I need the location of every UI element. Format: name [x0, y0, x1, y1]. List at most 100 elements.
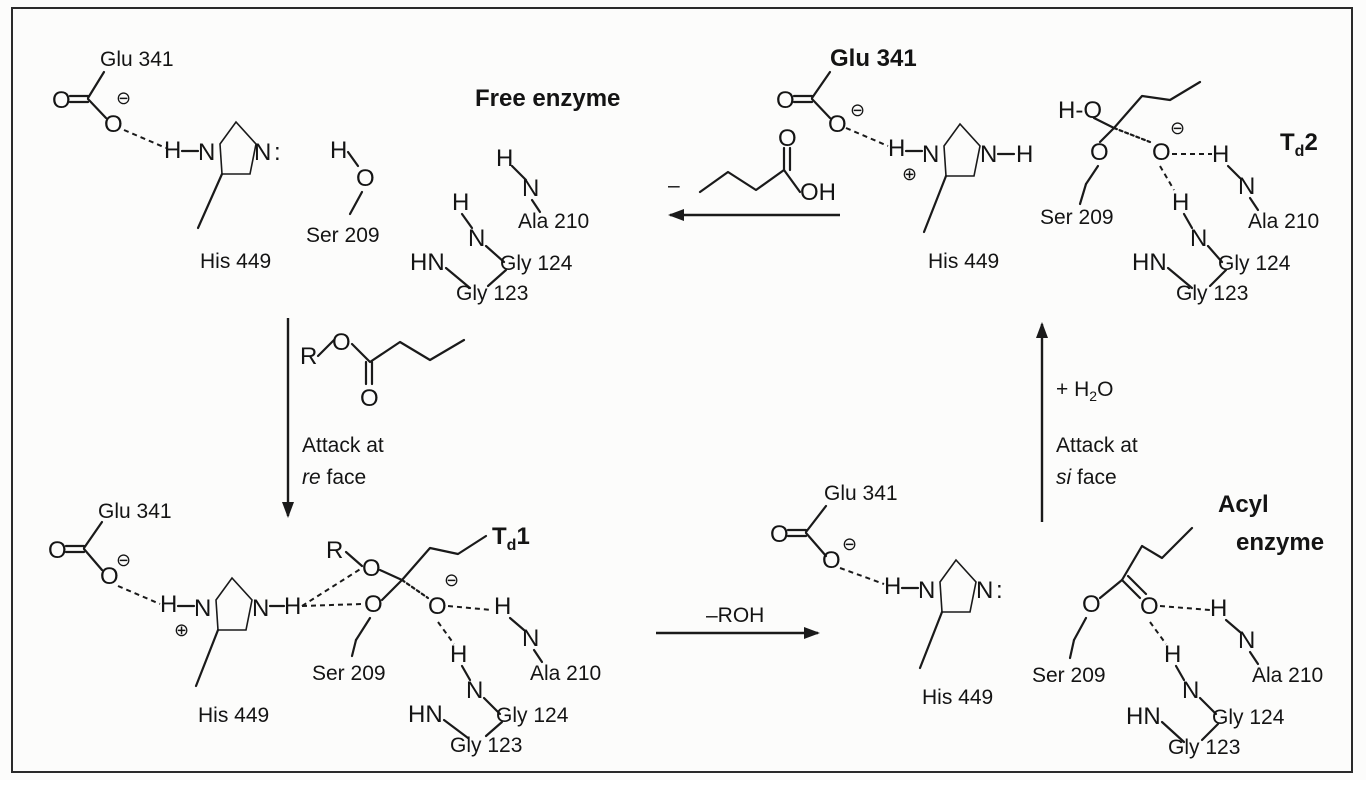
ser-209-label: Ser 209	[306, 224, 380, 247]
td2-his-plus: ⊕	[902, 164, 917, 184]
top-arrow-group: – O OH	[668, 125, 840, 221]
acyl-his-449-label: His 449	[922, 686, 993, 709]
his-n1: N	[198, 139, 215, 166]
td2-glu-341-label: Glu 341	[830, 45, 917, 72]
acyl-ala-n: N	[1238, 627, 1255, 654]
ser-h: H	[330, 137, 347, 164]
ester-o: O	[332, 329, 351, 356]
acyl-his-h: H	[884, 573, 901, 600]
carbonyl-oxygen: O	[52, 87, 71, 114]
glu-341-label: Glu 341	[100, 48, 174, 71]
bottom-arrow-group: –ROH	[656, 604, 820, 639]
left-arrow-line2: re face	[302, 466, 366, 489]
acyl-gly-h: H	[1164, 641, 1181, 668]
td1-r-group: R	[326, 537, 343, 564]
left-arrow-group: R O O Attack at re face	[282, 318, 466, 518]
acyl-glu-341-label: Glu 341	[824, 482, 898, 505]
td1-his-h1: H	[160, 591, 177, 618]
td1-ala-h: H	[494, 593, 511, 620]
acyl-ser-209-label: Ser 209	[1032, 664, 1106, 687]
acyl-lone-pair: :	[996, 577, 1003, 604]
gly-hn: HN	[410, 249, 445, 276]
right-arrow-line2: si face	[1056, 466, 1117, 489]
acyl-his-n1: N	[918, 577, 935, 604]
acyl-carbonyl-o: O	[1140, 593, 1159, 620]
acid-oh: OH	[800, 179, 836, 206]
td2-oxyanion-minus: ⊖	[1170, 118, 1185, 138]
td2-his-449-label: His 449	[928, 250, 999, 273]
td1-glu-o1: O	[48, 537, 67, 564]
his-n3: N	[254, 139, 271, 166]
td1-glu-minus: ⊖	[116, 550, 131, 570]
lone-pair: :	[274, 139, 281, 166]
td2-glu-o1: O	[776, 87, 795, 114]
td2-title: Td2	[1280, 129, 1318, 160]
acyl-glu-o1: O	[770, 521, 789, 548]
td2-panel: Td2 Glu 341 O O ⊖ H N ⊕ N H His 449 H-O …	[776, 45, 1319, 305]
left-arrow-line1: Attack at	[302, 434, 384, 457]
td1-ala-210-label: Ala 210	[530, 662, 601, 685]
td1-gly-123-label: Gly 123	[450, 734, 522, 757]
td2-gly-n: N	[1190, 225, 1207, 252]
td2-his-n1: N	[922, 141, 939, 168]
td1-his-h3: H	[284, 593, 301, 620]
td1-his-449-label: His 449	[198, 704, 269, 727]
td2-oxyanion: O	[1152, 139, 1171, 166]
td2-ser-209-label: Ser 209	[1040, 206, 1114, 229]
figure-border	[11, 7, 1353, 773]
td1-title: Td1	[492, 523, 530, 554]
gly-n: N	[468, 225, 485, 252]
td1-gly-h: H	[450, 641, 467, 668]
ester-r-group: R	[300, 343, 317, 370]
ala-n: N	[522, 175, 539, 202]
td1-his-n1: N	[194, 595, 211, 622]
right-arrow-line1: Attack at	[1056, 434, 1138, 457]
td2-ala-210-label: Ala 210	[1248, 210, 1319, 233]
td1-oxyanion: O	[428, 593, 447, 620]
acyl-ala-h: H	[1210, 595, 1227, 622]
td2-his-h1: H	[888, 135, 905, 162]
carboxylate-oxygen: O	[104, 111, 123, 138]
free-enzyme-title: Free enzyme	[475, 85, 620, 112]
td1-his-n3: N	[252, 595, 269, 622]
acyl-glu-o2: O	[822, 547, 841, 574]
td1-glu-341-label: Glu 341	[98, 500, 172, 523]
product-minus-sign: –	[668, 174, 680, 197]
acyl-ser-o: O	[1082, 591, 1101, 618]
td1-gly-hn: HN	[408, 701, 443, 728]
td1-leaving-o: O	[362, 555, 381, 582]
td1-gly-n: N	[466, 677, 483, 704]
acyl-gly-n: N	[1182, 677, 1199, 704]
ala-h: H	[496, 145, 513, 172]
acyl-title-line1: Acyl	[1218, 491, 1269, 518]
td1-gly-124-label: Gly 124	[496, 704, 569, 727]
td2-gly-hn: HN	[1132, 249, 1167, 276]
td1-oxyanion-minus: ⊖	[444, 570, 459, 590]
water-reagent: + H2O	[1056, 378, 1113, 404]
td2-his-n3: N	[980, 141, 997, 168]
acyl-ala-210-label: Ala 210	[1252, 664, 1323, 687]
bottom-arrow-label: –ROH	[706, 604, 764, 627]
ala-210-label: Ala 210	[518, 210, 589, 233]
free-enzyme-panel: Free enzyme Glu 341 O O ⊖ H N N : His 44…	[52, 48, 620, 305]
td2-his-h3: H	[1016, 141, 1033, 168]
gly-124-label: Gly 124	[500, 252, 573, 275]
td1-his-plus: ⊕	[174, 620, 189, 640]
td2-glu-o2: O	[828, 111, 847, 138]
acid-carbonyl-o: O	[778, 125, 797, 152]
td2-gly-124-label: Gly 124	[1218, 252, 1291, 275]
td1-glu-o2: O	[100, 563, 119, 590]
td1-panel: Td1 Glu 341 O O ⊖ H N ⊕ N H His 449 R O …	[48, 500, 601, 757]
acyl-glu-minus: ⊖	[842, 534, 857, 554]
right-arrow-group: + H2O Attack at si face	[1036, 322, 1138, 522]
td2-glu-minus: ⊖	[850, 100, 865, 120]
his-h: H	[164, 137, 181, 164]
td1-ser-o: O	[364, 591, 383, 618]
td2-gly-h: H	[1172, 189, 1189, 216]
ester-carbonyl-o: O	[360, 385, 379, 412]
his-449-label: His 449	[200, 250, 271, 273]
acyl-gly-123-label: Gly 123	[1168, 736, 1240, 759]
acyl-his-n3: N	[976, 577, 993, 604]
acyl-title-line2: enzyme	[1236, 529, 1324, 556]
